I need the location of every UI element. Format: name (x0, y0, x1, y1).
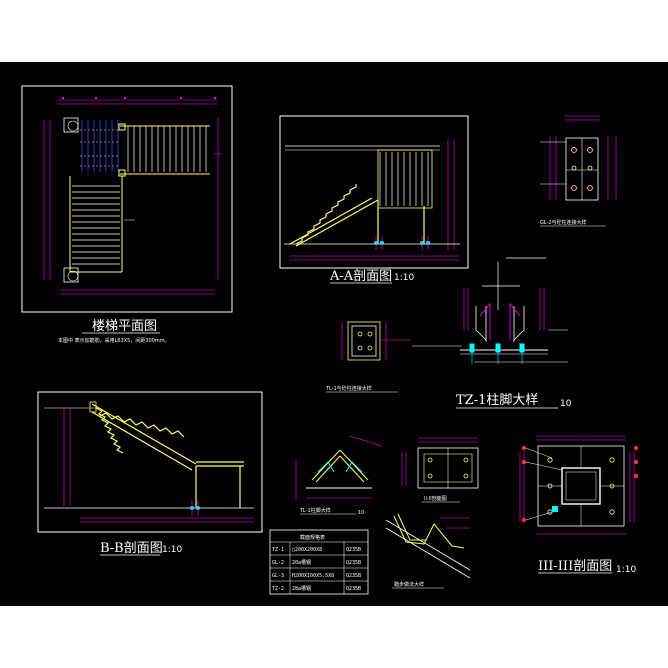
plan-note: 本图中 表示加筋肋，采用L63X5，间距300mm。 (58, 337, 170, 344)
table-title: 截面规格表 (300, 534, 325, 541)
table-row-2-code: GL-2 (272, 560, 284, 566)
gl2-title: GL-2与砼柱连接大样 (540, 219, 587, 226)
drawing-background (0, 62, 668, 606)
iii-scale: 1:10 (616, 565, 636, 575)
tl1-foot-title: TL-1柱脚大样 (299, 507, 331, 514)
plan-title: 楼梯平面图 (92, 319, 157, 334)
table-row-2-spec: 20a槽钢 (292, 559, 311, 566)
tz1-scale: 10 (560, 399, 572, 409)
table-row-1-grade: Q235B (346, 547, 361, 553)
bb-title: B-B剖面图 (100, 541, 163, 556)
ii-title: II-II剖面图 (424, 495, 447, 502)
section-spec-table: 截面规格表 TZ-1 □200X200X8 Q235B GL-2 20a槽钢 Q… (269, 529, 369, 595)
aa-scale: 1:10 (394, 273, 414, 283)
aa-title: A-A剖面图 (329, 269, 392, 284)
section-iii-iii-view: III-III剖面图 1:10 (519, 435, 639, 575)
table-row-3-code: GL-3 (272, 573, 284, 579)
tl1-column-base-detail: TL-1柱脚大样 10 (295, 435, 383, 516)
tl1-foot-scale: 10 (358, 510, 364, 516)
section-ii-ii-view: II-II剖面图 (401, 437, 479, 503)
table-row-3-grade: Q235B (346, 573, 361, 579)
table-row-4-grade: Q235B (346, 586, 361, 592)
iii-title: III-III剖面图 (538, 559, 612, 574)
tl1-title: TL-1与砼柱连接大样 (325, 385, 372, 392)
section-a-a-view: A-A剖面图 1:10 (279, 115, 469, 284)
gl2-connection-detail: GL-2与砼柱连接大样 (540, 115, 617, 227)
tread-detail: 踏步做法大样 (385, 513, 471, 589)
table-row-4-spec: 28a槽钢 (292, 585, 311, 592)
stair-plan-view: 楼梯平面图 本图中 表示加筋肋，采用L63X5，间距300mm。 (21, 85, 233, 344)
tz1-title: TZ-1柱脚大样 (456, 392, 538, 408)
table-row-2-grade: Q235B (346, 560, 361, 566)
step-title: 踏步做法大样 (394, 581, 424, 588)
bb-scale: 1:10 (162, 545, 182, 555)
tz1-column-base-detail: TZ-1柱脚大样 10 (412, 257, 572, 409)
table-row-1-spec: □200X200X8 (292, 547, 322, 553)
table-row-3-spec: H200X100X5.5X8 (292, 573, 334, 579)
table-row-4-code: TZ-2 (272, 586, 284, 592)
tl1-connection-detail: TL-1与砼柱连接大样 (325, 321, 410, 393)
table-row-1-code: TZ-1 (272, 547, 284, 553)
section-b-b-view: B-B剖面图 1:10 (37, 391, 263, 556)
